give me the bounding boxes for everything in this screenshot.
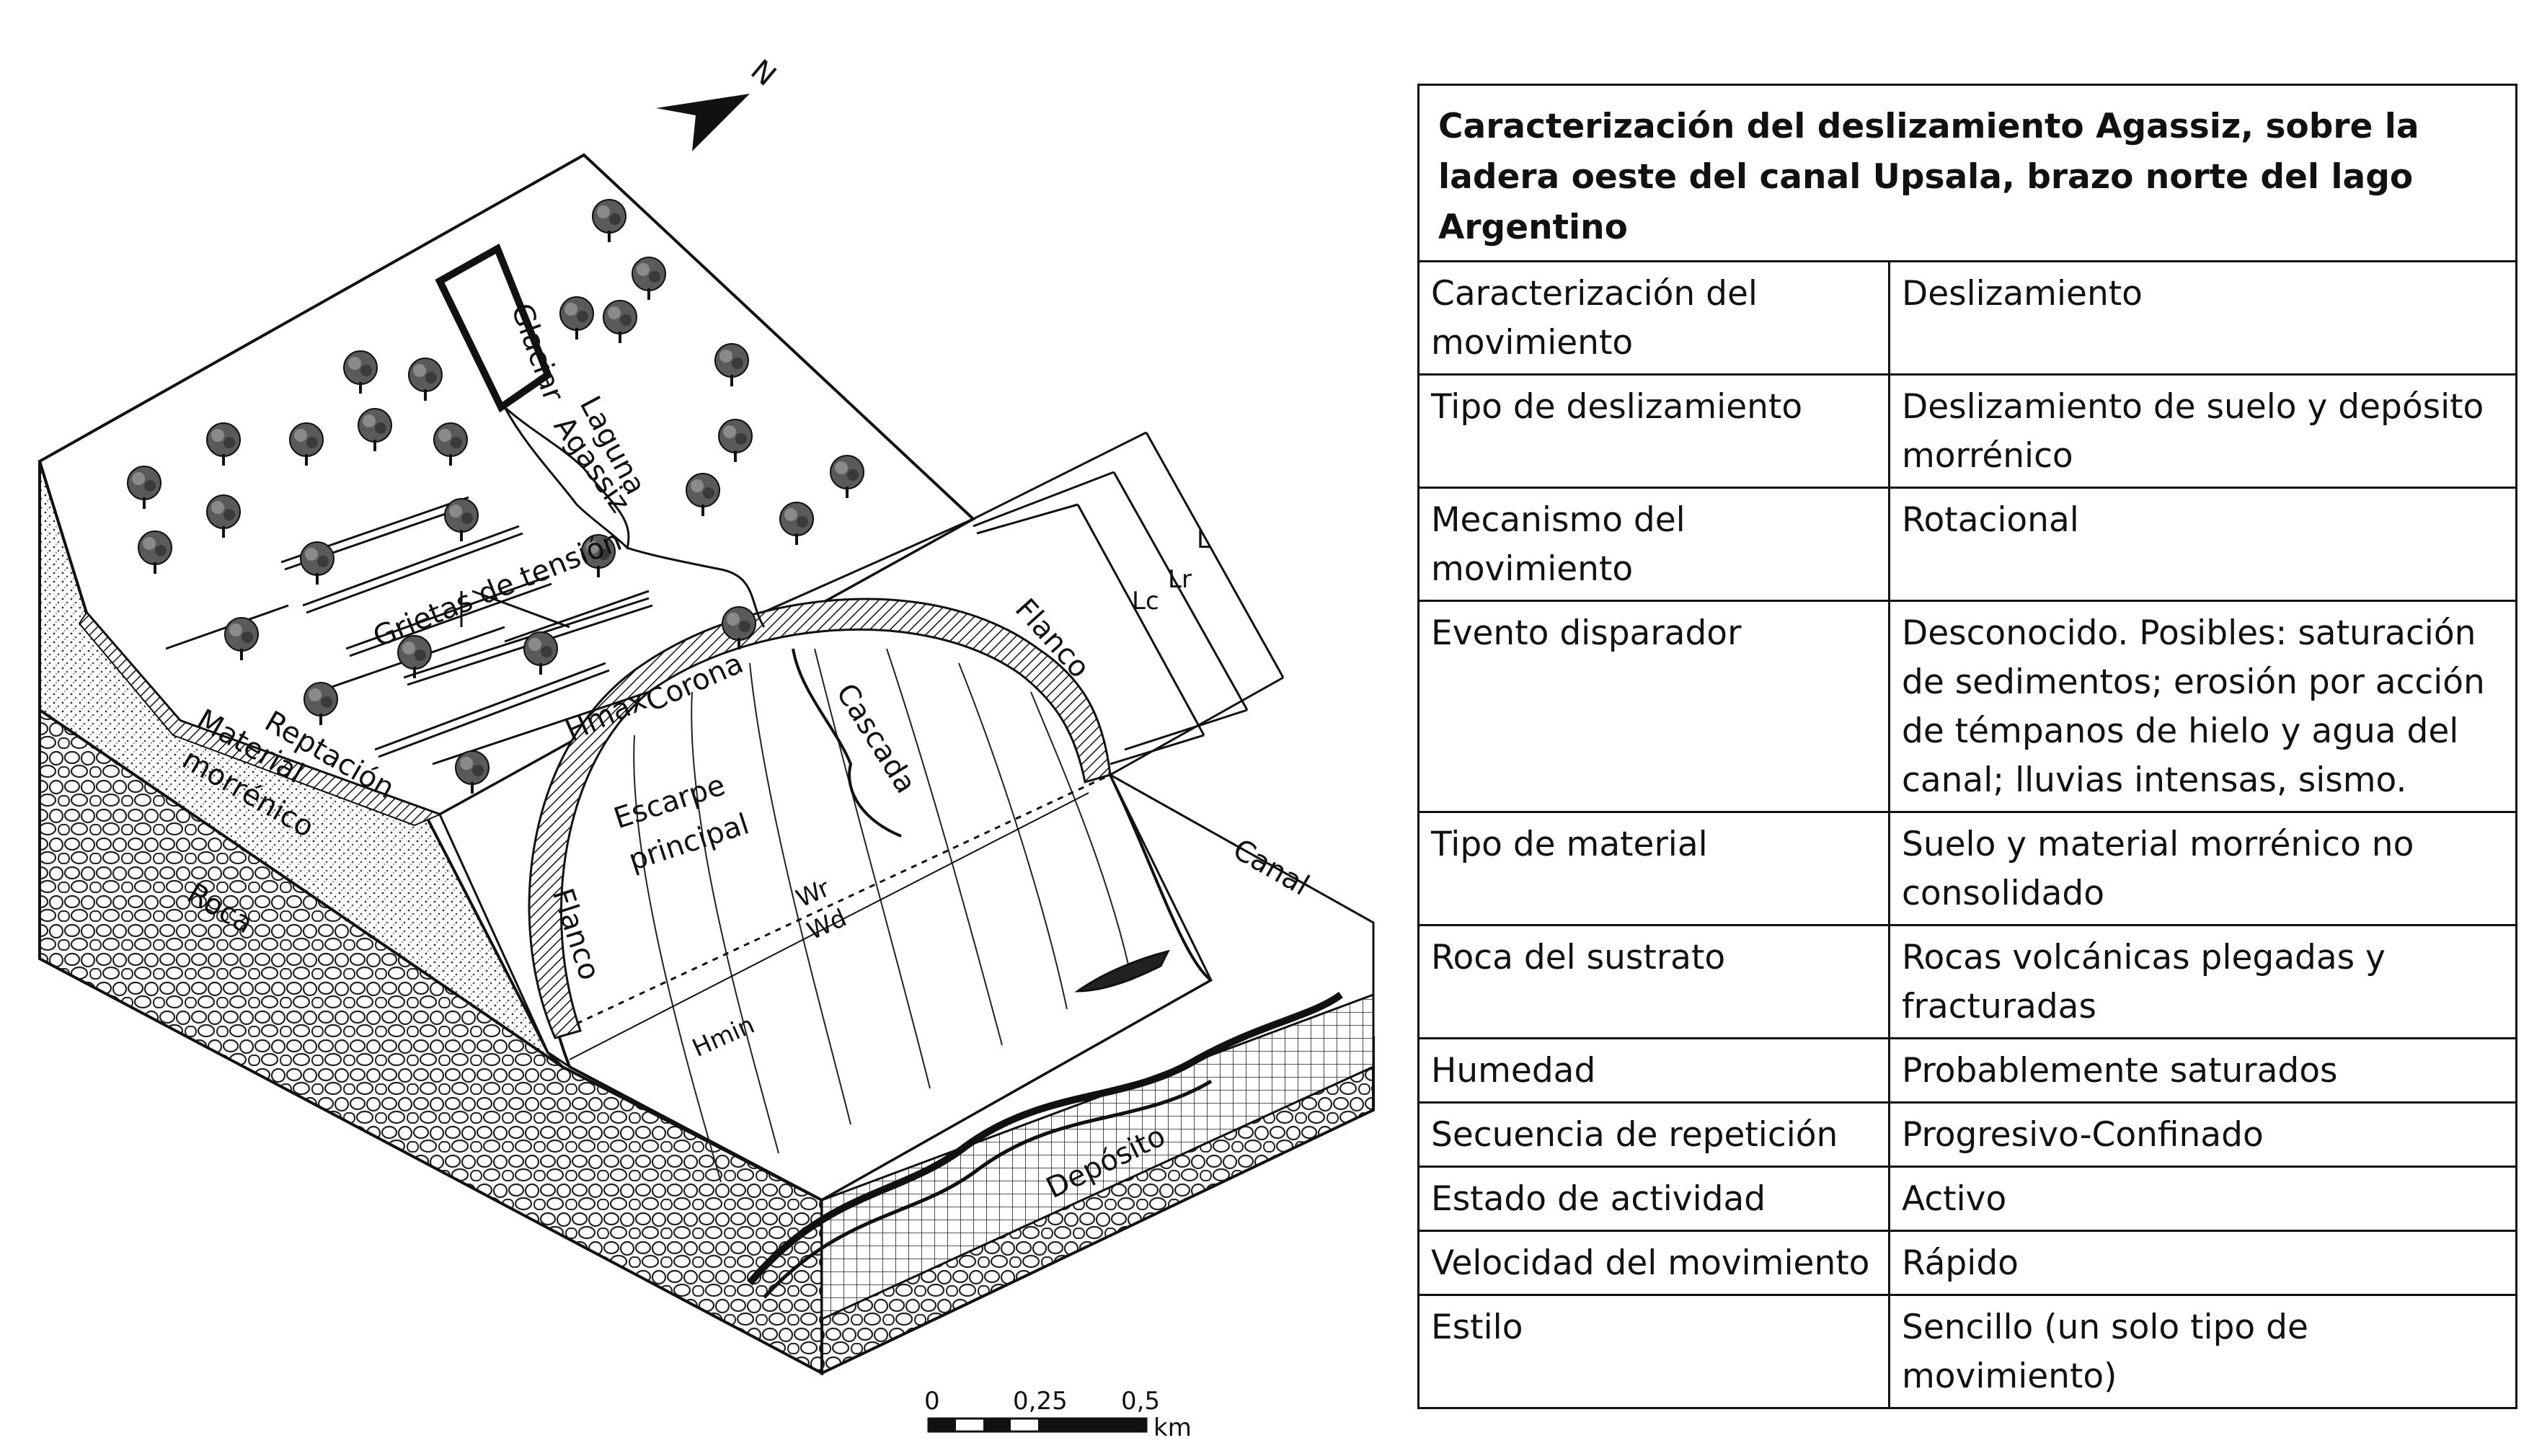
row-value: Deslizamiento de suelo y depósito morrén…: [1887, 373, 2518, 489]
row-value: Deslizamiento: [1887, 260, 2518, 376]
scale-bar: 0 0,25 0,5 km: [924, 1387, 1192, 1442]
row-key: Caracterización del movimiento: [1417, 260, 1890, 376]
scale-label-025: 0,25: [1013, 1387, 1068, 1416]
glacier: [435, 243, 553, 413]
row-key: Secuencia de repetición: [1417, 1101, 1890, 1168]
row-key: Tipo de deslizamiento: [1417, 373, 1890, 489]
row-value: Rápido: [1887, 1230, 2518, 1296]
table-title-row: Caracterización del deslizamiento Agassi…: [1417, 84, 2518, 262]
table-title: Caracterización del deslizamiento Agassi…: [1417, 84, 2518, 262]
scale-label-05: 0,5: [1121, 1387, 1160, 1416]
label-lr: Lr: [1168, 565, 1192, 594]
north-arrow: [656, 94, 750, 151]
row-value: Probablemente saturados: [1887, 1037, 2518, 1104]
row-key: Tipo de material: [1417, 811, 1890, 926]
row-key: Evento disparador: [1417, 600, 1890, 813]
characterization-table: Caracterización del deslizamiento Agassi…: [1417, 84, 2518, 1409]
block-diagram: N Glaciar Laguna Agassiz Grietas de tens…: [37, 53, 1375, 1442]
row-key: Velocidad del movimiento: [1417, 1230, 1890, 1296]
row-value: Suelo y material morrénico no consolidad…: [1887, 811, 2518, 926]
scale-unit: km: [1153, 1413, 1192, 1442]
row-value: Sencillo (un solo tipo de movimiento): [1887, 1294, 2518, 1409]
row-value: Rocas volcánicas plegadas y fracturadas: [1887, 924, 2518, 1039]
label-lc: Lc: [1132, 587, 1159, 616]
row-key: Mecanismo del movimiento: [1417, 487, 1890, 602]
label-l: L: [1197, 525, 1210, 554]
row-value: Progresivo-Confinado: [1887, 1101, 2518, 1168]
scale-label-0: 0: [924, 1387, 940, 1416]
north-label: N: [744, 53, 781, 92]
row-key: Humedad: [1417, 1037, 1890, 1104]
row-key: Estado de actividad: [1417, 1166, 1890, 1232]
row-key: Estilo: [1417, 1294, 1890, 1409]
row-key: Roca del sustrato: [1417, 924, 1890, 1039]
row-value: Activo: [1887, 1166, 2518, 1232]
row-value: Rotacional: [1887, 487, 2518, 602]
row-value: Desconocido. Posibles: saturación de sed…: [1887, 600, 2518, 813]
